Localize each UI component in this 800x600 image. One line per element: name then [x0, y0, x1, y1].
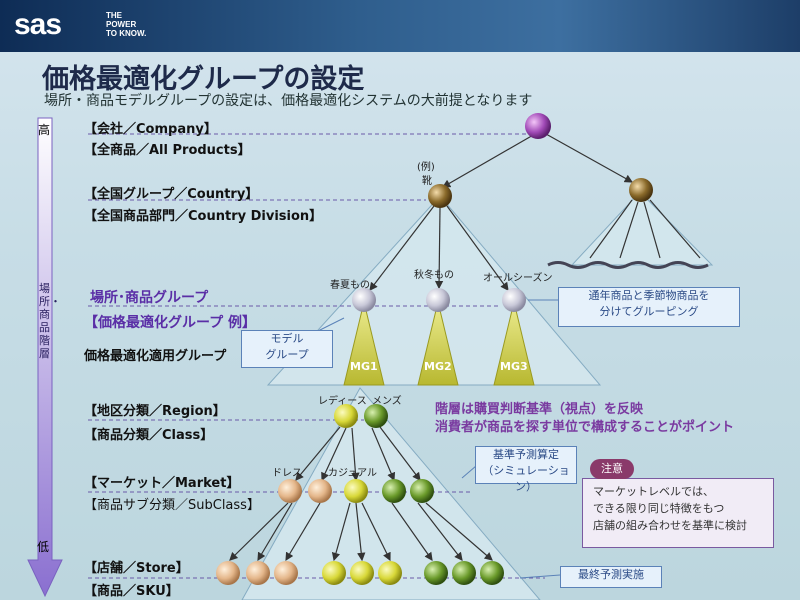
axis-low: 低 [37, 540, 50, 554]
slide-title: 価格最適化グループの設定 [42, 64, 365, 95]
node-ladies [334, 404, 358, 428]
country-triangle-2 [570, 191, 714, 266]
label-mens: メンズ [372, 396, 402, 407]
callout-regular-seasonal: 通年商品と季節物商品を 分けてグルーピング [558, 287, 740, 327]
callout-final-forecast: 最終予測実施 [560, 566, 662, 588]
axis-label: 場所・商品階層 [39, 282, 61, 360]
level-subclass: 【商品サブ分類／SubClass】 [84, 498, 260, 513]
mg2-triangle [417, 301, 459, 386]
hierarchy-arrow [27, 117, 63, 598]
level-price-opt-apply: 価格最適化適用グループ [84, 349, 227, 364]
callout-model-group: モデル グループ [241, 330, 333, 368]
level-country: 【全国グループ／Country】 [84, 187, 259, 202]
slide-subtitle: 場所・商品モデルグループの設定は、価格最適化システムの大前提となります [44, 93, 533, 109]
label-shoes: 靴 [422, 176, 432, 187]
label-autumn-winter: 秋冬もの [414, 270, 454, 281]
axis-high: 高 [38, 123, 51, 137]
connectors [229, 133, 701, 562]
callout-forecast-calc: 基準予測算定 （シミュレーション） [475, 446, 577, 493]
level-market: 【マーケット／Market】 [84, 476, 240, 491]
caution-box: マーケットレベルでは、 できる限り同じ特徴をもつ 店舗の組み合わせを基準に検討 [582, 478, 774, 548]
node-autumn-winter [426, 288, 450, 312]
caution-badge: 注意 [590, 459, 634, 479]
node-country-shoes [428, 184, 452, 208]
node-country-2 [629, 178, 653, 202]
node-all-season [502, 288, 526, 312]
level-location-product-group: 場所･商品グループ [90, 290, 209, 306]
sas-logo: sas [14, 8, 62, 41]
level-sku: 【商品／SKU】 [84, 584, 179, 599]
sas-tagline: THE POWER TO KNOW. [106, 11, 147, 38]
node-company [525, 113, 551, 139]
market-nodes [278, 479, 434, 503]
header-bar: sas THE POWER TO KNOW. [0, 0, 800, 52]
store-nodes [216, 561, 504, 585]
mg1-triangle [343, 301, 385, 386]
level-company: 【会社／Company】 [84, 122, 217, 137]
label-all-season: オールシーズン [483, 273, 553, 284]
level-store: 【店舗／Store】 [84, 561, 189, 576]
level-price-opt-example: 【価格最適化グループ 例】 [84, 315, 257, 331]
label-casual: カジュアル [328, 468, 377, 479]
mg3-triangle [493, 301, 535, 386]
label-ladies: レディース [318, 396, 367, 407]
label-example: (例) [417, 162, 435, 173]
level-class: 【商品分類／Class】 [84, 428, 214, 443]
node-spring-summer [352, 288, 376, 312]
level-region: 【地区分類／Region】 [84, 404, 226, 419]
label-mg1: MG1 [350, 360, 378, 373]
note-line-1: 階層は購買判断基準（視点）を反映 [435, 402, 644, 417]
label-mg2: MG2 [424, 360, 452, 373]
note-line-2: 消費者が商品を探す単位で構成することがポイント [435, 420, 735, 435]
level-all-products: 【全商品／All Products】 [84, 143, 251, 158]
node-mens [364, 404, 388, 428]
level-country-division: 【全国商品部門／Country Division】 [84, 209, 323, 224]
label-dress: ドレス [272, 468, 302, 479]
label-mg3: MG3 [500, 360, 528, 373]
label-spring-summer: 春夏もの [330, 280, 370, 291]
torn-edge [547, 261, 709, 269]
